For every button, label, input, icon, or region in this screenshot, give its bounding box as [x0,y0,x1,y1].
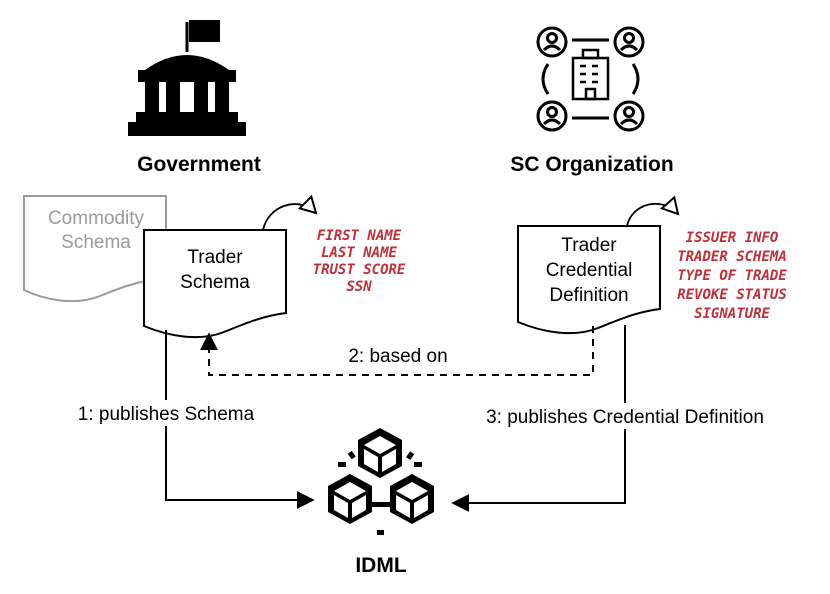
publishes-schema-label: 1: publishes Schema [78,404,255,425]
commodity-schema-line-2: Schema [61,232,131,253]
credential-definition-field: TRADER SCHEMA [677,249,787,265]
credential-definition-line-3: Definition [549,285,628,306]
credential-definition-field: SIGNATURE [694,306,770,322]
based-on-label-bg [334,342,458,368]
publishes-credential-definition-label: 3: publishes Credential Definition [486,407,764,428]
commodity-schema-line-1: Commodity [48,208,145,229]
based-on-connector [200,326,594,376]
credential-definition-field: REVOKE STATUS [677,287,787,303]
credential-definition-field: TYPE OF TRADE [677,268,787,284]
credential-definition-fields: ISSUER INFO TRADER SCHEMA TYPE OF TRADE … [677,230,787,322]
trader-schema-field: LAST NAME [321,245,397,261]
trader-schema-fields: FIRST NAME LAST NAME TRUST SCORE SSN [313,228,406,295]
credential-definition-field: ISSUER INFO [686,230,779,246]
trader-schema-line-1: Trader [187,247,243,268]
idml-label: IDML [355,554,406,577]
government-label: Government [137,153,261,176]
blockchain-cubes-icon [328,428,434,535]
organization-network-icon [536,26,645,132]
credential-definition-annotation-hook [626,204,678,227]
government-building-icon [128,20,246,136]
trader-schema-annotation-hook [262,204,316,231]
trader-schema-field: SSN [346,279,372,295]
trader-schema-document: Trader Schema [143,229,287,339]
sc-organization-label: SC Organization [510,153,673,176]
publishes-schema-label-bg [62,400,274,426]
trader-schema-field: TRUST SCORE [313,262,406,278]
publishes-credential-definition-connector [451,325,626,512]
publishes-schema-connector [165,330,315,509]
trader-schema-field: FIRST NAME [317,228,402,244]
trader-credential-definition-document: Trader Credential Definition [517,225,661,335]
credential-definition-line-2: Credential [546,260,633,281]
commodity-schema-document: Commodity Schema [23,195,167,303]
credential-definition-line-1: Trader [561,235,617,256]
publishes-credential-definition-label-bg [464,403,790,429]
based-on-label: 2: based on [348,346,447,367]
trader-schema-line-2: Schema [180,272,250,293]
